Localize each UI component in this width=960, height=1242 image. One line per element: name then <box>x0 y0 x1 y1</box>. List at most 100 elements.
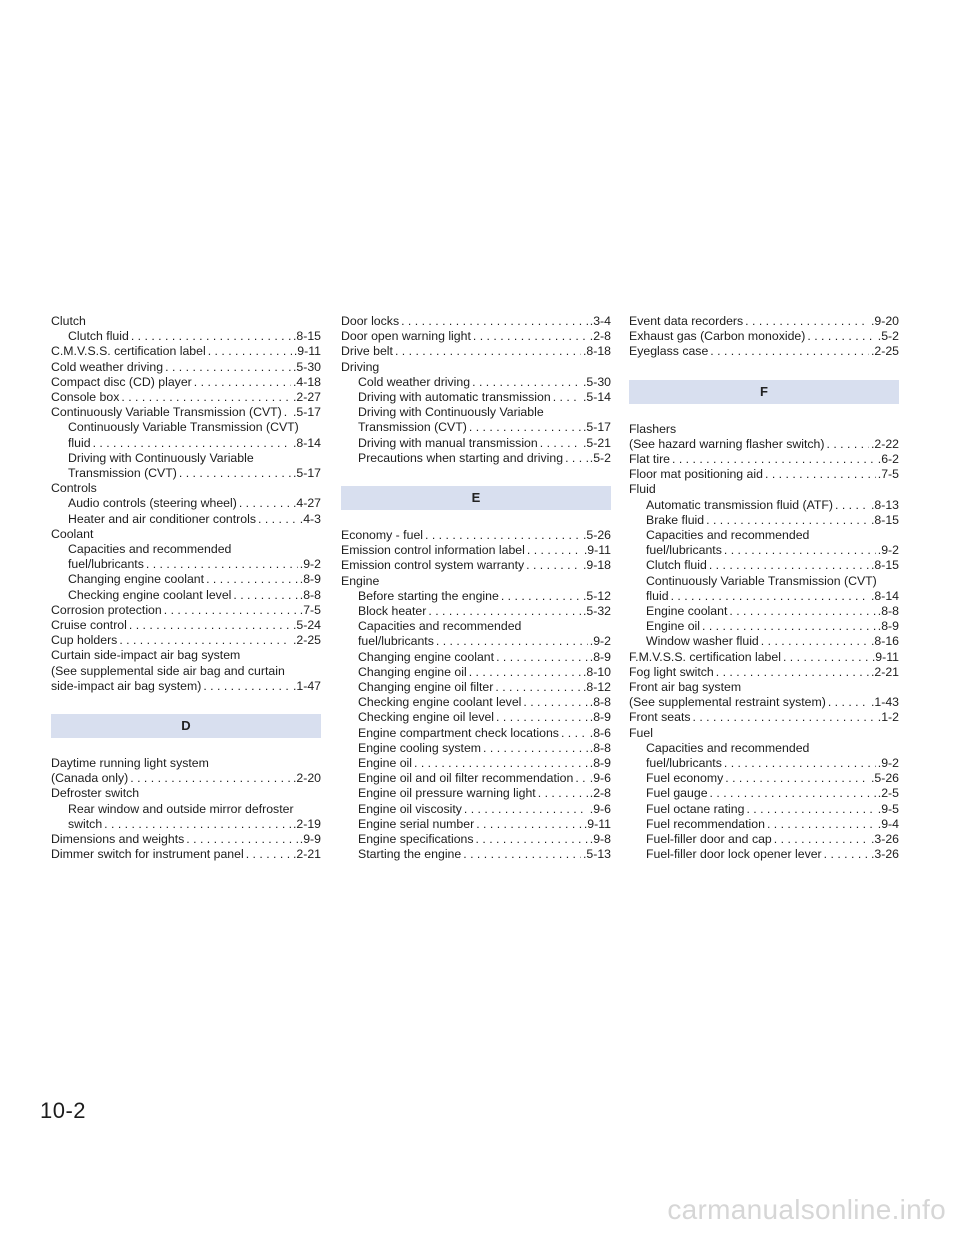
page-reference: .2-25 <box>870 344 899 359</box>
index-subentry: Window washer fluid.8-16 <box>629 634 899 649</box>
page-reference: .9-4 <box>877 816 899 831</box>
entry-label: Eyeglass case <box>629 344 709 359</box>
dot-leader <box>767 817 876 832</box>
index-subentry: Before starting the engine.5-12 <box>341 589 611 604</box>
page-reference: .3-26 <box>870 832 899 847</box>
page-reference: .5-14 <box>582 390 611 405</box>
index-entry: Door open warning light.2-8 <box>341 329 611 344</box>
index-entry: side-impact air bag system).1-47 <box>51 679 321 694</box>
dot-leader <box>164 603 298 618</box>
page-reference: .1-2 <box>877 710 899 725</box>
index-subentry: switch.2-19 <box>51 817 321 832</box>
index-subentry: Engine specifications.9-8 <box>341 832 611 847</box>
dot-leader <box>702 619 876 634</box>
page-reference: .5-26 <box>870 771 899 786</box>
entry-label: Precautions when starting and driving <box>358 450 564 465</box>
page-reference: .5-13 <box>582 847 611 862</box>
dot-leader <box>526 558 581 573</box>
entry-label: Cruise control <box>51 618 127 633</box>
entry-label: Starting the engine <box>358 847 462 862</box>
entry-label: Changing engine oil filter <box>358 680 494 695</box>
entry-label: Fuel-filler door lock opener lever <box>646 847 822 862</box>
dot-leader <box>121 390 291 405</box>
page-reference: .8-8 <box>299 587 321 602</box>
index-subentry: Checking engine coolant level.8-8 <box>341 695 611 710</box>
entry-label: Fog light switch <box>629 664 714 679</box>
page-reference: .8-9 <box>589 756 611 771</box>
dot-leader <box>414 756 588 771</box>
page-reference: .8-15 <box>870 558 899 573</box>
entry-label: Drive belt <box>341 344 393 359</box>
dot-leader <box>710 344 869 359</box>
index-subentry: Checking engine coolant level.8-8 <box>51 588 321 603</box>
entry-label: Compact disc (CD) player <box>51 374 192 389</box>
entry-label: Engine oil and oil filter recommendation <box>358 771 574 786</box>
entry-label: Fuel gauge <box>646 786 708 801</box>
entry-label: Block heater <box>358 604 427 619</box>
index-entry: Exhaust gas (Carbon monoxide).5-2 <box>629 329 899 344</box>
page-reference: .3-26 <box>870 847 899 862</box>
page-reference: .2-20 <box>292 771 321 786</box>
dot-leader <box>725 771 869 786</box>
index-subentry: fuel/lubricants.9-2 <box>629 543 899 558</box>
dot-leader <box>828 695 869 710</box>
letter-section-header: F <box>629 379 899 404</box>
entry-label: Driving with manual transmission <box>358 435 538 450</box>
page-reference: .8-18 <box>582 344 611 359</box>
index-heading: Clutch <box>51 314 86 328</box>
entry-label: (See hazard warning flasher switch) <box>629 436 825 451</box>
index-subentry-text: Capacities and recommended <box>646 740 810 755</box>
page-reference: .1-43 <box>870 695 899 710</box>
page-reference: .9-11 <box>293 344 321 359</box>
index-heading: Defroster switch <box>51 786 140 801</box>
entry-label: Exhaust gas (Carbon monoxide) <box>629 329 806 344</box>
page-reference: .9-11 <box>583 816 611 831</box>
index-subentry: Clutch fluid .8-15 <box>629 558 899 573</box>
page-reference: .2-22 <box>870 436 899 451</box>
page-reference: .8-8 <box>877 604 899 619</box>
page-reference: .8-9 <box>877 619 899 634</box>
dot-leader <box>807 329 875 344</box>
dot-leader <box>483 741 588 756</box>
entry-label: Cup holders <box>51 633 118 648</box>
dot-leader <box>538 786 588 801</box>
page-reference: .8-16 <box>870 634 899 649</box>
index-entry: Event data recorders.9-20 <box>629 314 899 329</box>
index-subentry: Changing engine coolant.8-9 <box>341 650 611 665</box>
letter-section-header: D <box>51 714 321 739</box>
entry-label: Door open warning light <box>341 329 471 344</box>
dot-leader <box>706 513 869 528</box>
dot-leader <box>436 634 588 649</box>
dot-leader <box>246 847 291 862</box>
entry-label: F.M.V.S.S. certification label <box>629 649 781 664</box>
index-subentry: Automatic transmission fluid (ATF).8-13 <box>629 498 899 513</box>
page-reference: .5-30 <box>292 359 321 374</box>
dot-leader <box>130 771 291 786</box>
watermark-text[interactable]: carmanualsonline.info <box>667 1194 946 1225</box>
dot-leader <box>540 436 581 451</box>
entry-label: Clutch fluid <box>646 558 707 573</box>
dot-leader <box>469 420 581 435</box>
index-subentry: Driving with automatic transmission.5-14 <box>341 390 611 405</box>
page-reference: .9-2 <box>877 543 899 558</box>
index-heading: (See supplemental side air bag and curta… <box>51 663 285 678</box>
page-reference: .4-27 <box>292 496 321 511</box>
entry-label: Engine compartment check locations <box>358 725 559 740</box>
index-entry: F.M.V.S.S. certification label.9-11 <box>629 650 899 665</box>
index-heading: Front air bag system <box>629 680 742 695</box>
index-entry: Dimensions and weights.9-9 <box>51 832 321 847</box>
dot-leader <box>746 802 875 817</box>
index-subentry-text: Continuously Variable Transmission (CVT) <box>68 420 299 435</box>
page-reference: .1-47 <box>292 678 321 693</box>
index-heading: Coolant <box>51 526 94 541</box>
dot-leader <box>824 847 869 862</box>
entry-label: Engine serial number <box>358 816 475 831</box>
dot-leader <box>208 344 292 359</box>
entry-label: fuel/lubricants <box>358 634 434 649</box>
entry-label: Fuel economy <box>646 771 724 786</box>
dot-leader <box>565 451 588 466</box>
index-subentry: Changing engine oil filter.8-12 <box>341 680 611 695</box>
page-reference: .8-14 <box>870 588 899 603</box>
index-subentry: Changing engine coolant.8-9 <box>51 572 321 587</box>
